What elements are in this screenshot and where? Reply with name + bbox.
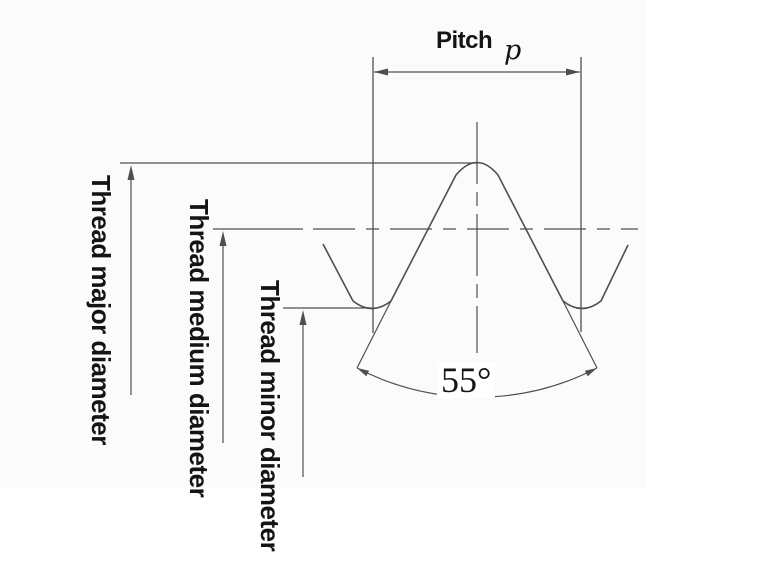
pitch-arrow-right-icon [566, 68, 580, 76]
medium-dimension-arrow-icon [219, 231, 227, 246]
minor-dimension-arrow-icon [299, 310, 307, 325]
pitch-symbol: p [504, 35, 522, 66]
major-dimension-arrow-icon [127, 165, 135, 180]
right-flank-extension [562, 300, 598, 369]
thread-major-diameter-label: Thread major diameter [86, 175, 116, 445]
angle-arc-arrow-right-icon [584, 368, 597, 377]
thread-angle-label: 55° [437, 362, 496, 398]
arrowheads [127, 68, 597, 377]
pitch-label: Pitch [436, 27, 493, 54]
left-flank-extension [356, 300, 392, 369]
pitch-arrow-left-icon [374, 68, 388, 76]
thread-profile-outline [322, 161, 629, 310]
angle-arc-arrow-left-icon [357, 368, 370, 377]
thread-minor-diameter-label: Thread minor diameter [255, 280, 285, 552]
thread-medium-diameter-label: Thread medium diameter [184, 199, 214, 498]
